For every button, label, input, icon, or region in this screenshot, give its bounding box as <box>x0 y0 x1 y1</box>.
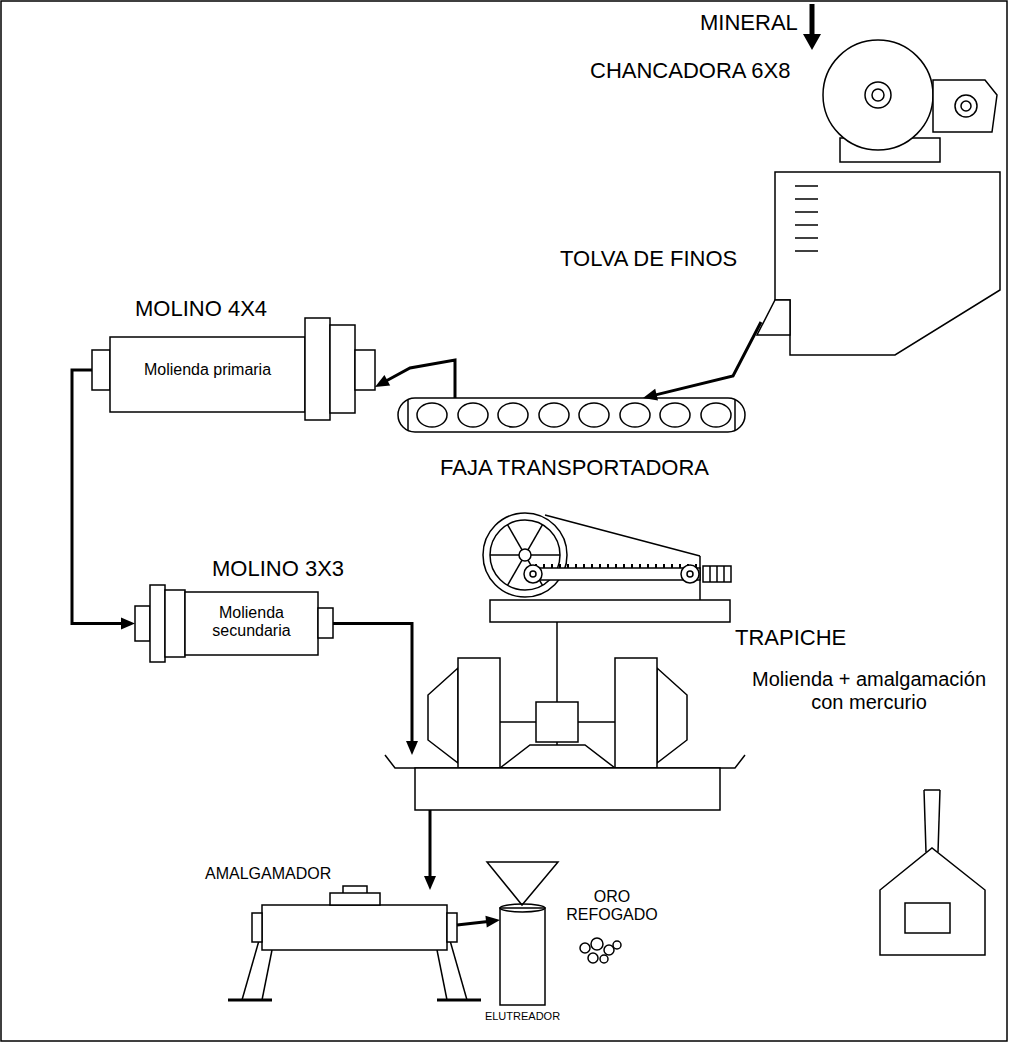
equipment-label: TRAPICHE <box>735 625 846 650</box>
hopper-box: TOLVA DE FINOS <box>755 172 1000 355</box>
equipment-label: TOLVA DE FINOS <box>560 246 737 271</box>
arrow-head <box>485 916 500 928</box>
equipment-label: AMALGAMADOR <box>205 865 331 883</box>
conveyor-drawing <box>398 398 745 432</box>
feed-label: MINERAL <box>700 10 798 35</box>
equipment-label: FAJA TRANSPORTADORA <box>440 455 709 480</box>
arrow-head <box>375 375 390 387</box>
amalgamator-box: AMALGAMADOR <box>252 890 457 950</box>
equipment-label: CHANCADORA 6X8 <box>590 58 791 83</box>
ball-mill-3x3-drawing <box>135 585 333 662</box>
equipment-label: MOLINO 4X4 <box>135 296 267 321</box>
flow-arrow <box>643 322 761 401</box>
flow-arrow <box>375 360 455 398</box>
process-note: Molienda + amalgamación con mercurio <box>738 668 1000 714</box>
equipment-label: MOLINO 3X3 <box>212 556 344 581</box>
arrow-head <box>406 741 418 755</box>
crusher-box: CHANCADORA 6X8 <box>825 38 997 165</box>
elutriator-drawing <box>487 862 558 1005</box>
hopper-drawing <box>757 172 1000 355</box>
mill-box: MOLINO 4X4Molienda primaria <box>92 317 375 420</box>
retort-oven-drawing <box>880 790 985 955</box>
conveyor-box: FAJA TRANSPORTADORA <box>398 398 745 432</box>
flow-line <box>386 360 455 398</box>
flow-line <box>429 810 432 878</box>
feed-arrow <box>803 4 821 50</box>
flow-line <box>457 921 488 925</box>
process-note: Molienda secundaria <box>191 604 312 641</box>
mill-box: MOLINO 3X3Molienda secundaria <box>135 585 333 662</box>
trapiche-drawing <box>385 513 745 810</box>
trapiche-box: TRAPICHEMolienda + amalgamación con merc… <box>385 755 745 810</box>
arrow-head <box>121 618 135 630</box>
arrow-head <box>643 389 658 401</box>
arrow-head <box>424 876 436 890</box>
amalgamator-drawing <box>228 886 481 1000</box>
elutriator-box: ELUTREADOR <box>500 908 545 1005</box>
flow-line <box>333 624 412 744</box>
process-note: Molienda primaria <box>110 361 305 379</box>
flow-arrow <box>72 370 135 630</box>
flow-line <box>655 322 761 395</box>
flow-arrow <box>457 916 500 928</box>
equipment-label: ELUTREADOR <box>475 1010 570 1023</box>
gold-nuggets <box>580 938 621 963</box>
flow-arrow <box>333 624 418 756</box>
flow-line <box>72 370 123 624</box>
crusher-drawing <box>823 40 997 162</box>
product-label: ORO REFOGADO <box>562 888 662 925</box>
flow-arrow <box>424 810 436 890</box>
ball-mill-4x4-drawing <box>92 318 375 420</box>
